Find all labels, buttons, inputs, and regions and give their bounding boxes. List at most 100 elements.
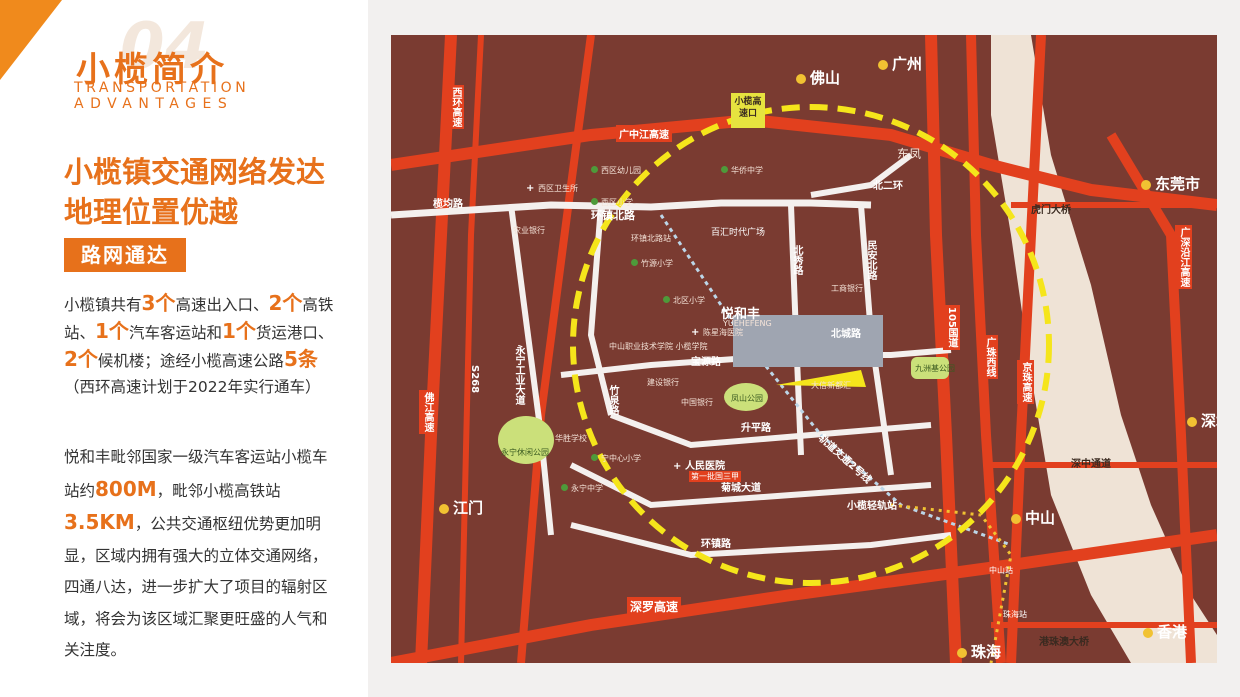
jingzhu-expressway bbox=[1006, 35, 1046, 663]
city-dot-icon bbox=[957, 648, 967, 658]
label-zhuquan: 竹泉路 bbox=[607, 385, 618, 415]
poi-longshan-hospital: +陈星海医院 bbox=[691, 327, 743, 338]
section-number: 04 bbox=[120, 10, 210, 84]
project-arrow bbox=[776, 370, 866, 387]
poi-renmin-hospital: +人民医院 bbox=[673, 461, 725, 472]
guangzhongjiang-expressway bbox=[391, 113, 1217, 211]
city-dot-icon bbox=[1143, 628, 1153, 638]
school-icon bbox=[591, 454, 598, 461]
poi-xiqu-primary: 西区小学 bbox=[591, 197, 633, 208]
label-humen-bridge: 虎门大桥 bbox=[1031, 205, 1071, 216]
p1-text: （西环高速计划于2022年实行通车） bbox=[64, 378, 321, 396]
poi-jianshe-bank: 建设银行 bbox=[647, 378, 679, 387]
city-foshan: 佛山 bbox=[796, 67, 840, 88]
p2-highlight: 800M bbox=[95, 476, 157, 501]
poi-zhuhai-station: 珠海站 bbox=[1003, 610, 1027, 619]
detail-paragraph: 悦和丰毗邻国家一级汽车客运站小榄车站约800M，毗邻小榄高铁站 3.5KM，公共交… bbox=[64, 442, 334, 667]
label-beier-huan: 北二环 bbox=[873, 181, 903, 192]
p1-text: 小榄镇共有 bbox=[64, 296, 142, 314]
poi-park-jiuzhou: 九洲基公园 bbox=[915, 364, 955, 373]
poi-vocational: 中山职业技术学院 小榄学院 bbox=[609, 342, 708, 351]
label-guangzhongjiang: 广中江高速 bbox=[616, 125, 672, 142]
city-dot-icon bbox=[878, 60, 888, 70]
p1-highlight: 2个 bbox=[64, 347, 98, 371]
city-hongkong: 香港 bbox=[1143, 621, 1187, 642]
p2-highlight: 3.5KM bbox=[64, 510, 135, 534]
label-juchengdadao: 菊城大道 bbox=[721, 483, 761, 494]
poi-light-rail: 小榄轻轨站 bbox=[847, 501, 897, 512]
p2-text: ，公共交通枢纽优势更加明显，区域内拥有强大的立体交通网络，四通八达，进一步扩大了… bbox=[64, 515, 328, 659]
p1-text: 汽车客运站和 bbox=[128, 324, 222, 342]
label-minan-bei: 民安北路 bbox=[865, 240, 876, 280]
poi-zhongguo-bank: 中国银行 bbox=[681, 398, 713, 407]
poi-daxin: 大信新都汇 bbox=[811, 381, 851, 390]
label-shenluo: 深罗高速 bbox=[627, 597, 682, 616]
poi-park-yongning: 永宁休闲公园 bbox=[501, 448, 549, 457]
poi-park-fengshan: 凤山公园 bbox=[731, 394, 763, 403]
label-jingzhu: 京珠高速 bbox=[1017, 360, 1034, 404]
one-hour-circle bbox=[570, 104, 1052, 586]
subsection-badge: 路网通达 bbox=[64, 238, 186, 272]
corner-decoration bbox=[0, 0, 62, 80]
label-105: 105国道 bbox=[943, 305, 960, 350]
poi-renmin-hospital-sub: 第一批国三甲 bbox=[689, 471, 741, 482]
poi-zhuyuan-primary: 竹源小学 bbox=[631, 258, 673, 269]
juchengdadao bbox=[569, 462, 932, 509]
project-name-en: YUEHEFENG bbox=[723, 319, 772, 328]
project-building bbox=[733, 315, 883, 367]
project-name: 悦和丰 bbox=[721, 307, 761, 322]
info-panel: 04 小榄简介 TRANSPORTATION ADVANTAGES 小榄镇交通网… bbox=[0, 0, 368, 697]
hospital-icon: + bbox=[673, 461, 682, 472]
city-guangzhou: 广州 bbox=[878, 53, 922, 74]
school-icon bbox=[663, 296, 670, 303]
label-foshan-jiang: 佛江高速 bbox=[419, 390, 436, 434]
section-heading: 小榄镇交通网络发达 地理位置优越 bbox=[64, 152, 325, 232]
city-dot-icon bbox=[1141, 180, 1151, 190]
poi-xiqu-kindergarten: 西区幼儿园 bbox=[591, 165, 641, 176]
health-icon: + bbox=[526, 183, 535, 194]
huanzhen-bei-road bbox=[391, 199, 872, 219]
road-105 bbox=[925, 35, 962, 663]
p1-text: 货运港口、 bbox=[255, 324, 334, 342]
transport-map: 佛山 广州 东凤 东莞市 江门 中山 深圳 香港 珠海 广中江高速 西环高速 佛… bbox=[391, 35, 1217, 663]
city-dot-icon bbox=[439, 504, 449, 514]
xihuan-expressway bbox=[458, 35, 484, 663]
heading-line2: 地理位置优越 bbox=[64, 195, 239, 229]
beier-huan bbox=[810, 152, 913, 198]
city-dot-icon bbox=[1011, 514, 1021, 524]
heading-line1: 小榄镇交通网络发达 bbox=[64, 155, 326, 189]
city-zhuhai: 珠海 bbox=[957, 641, 1001, 662]
p2-text: ，毗邻小榄高铁站 bbox=[156, 481, 281, 500]
title-en-line1: TRANSPORTATION bbox=[74, 80, 250, 96]
label-junlu: 榄均路 bbox=[433, 199, 463, 210]
label-shengping: 升平路 bbox=[741, 423, 771, 434]
expressway-exit-marker: 小榄高速口 bbox=[731, 93, 765, 128]
s268-road bbox=[517, 35, 595, 663]
shengping-road bbox=[609, 412, 932, 449]
p1-text: 高铁站、 bbox=[64, 296, 334, 342]
school-icon bbox=[721, 166, 728, 173]
poi-xiqu-health: +西区卫生所 bbox=[526, 183, 578, 194]
page-title: 小榄简介 bbox=[76, 50, 228, 90]
poi-huanzhen-station: 环镇北路站 bbox=[631, 234, 671, 243]
zhuquan-road bbox=[587, 204, 614, 416]
label-shenzhong: 深中通道 bbox=[1071, 459, 1111, 470]
label-baoyuan: 宝源路 bbox=[691, 357, 721, 368]
hospital-icon: + bbox=[691, 327, 700, 338]
school-icon bbox=[631, 259, 638, 266]
label-yongning: 永宁工业大道 bbox=[513, 345, 524, 405]
p2-text: 悦和丰毗邻国家一级汽车客运站小榄车站约 bbox=[64, 448, 328, 500]
poi-zhongshan-station: 中山站 bbox=[989, 566, 1013, 575]
label-xihuan: 西环高速 bbox=[447, 85, 464, 129]
label-guangzhu-west: 广珠西线 bbox=[981, 335, 998, 379]
park-jiuzhou bbox=[911, 357, 949, 379]
poi-beiqu-primary: 北区小学 bbox=[663, 295, 705, 306]
city-dongguan: 东莞市 bbox=[1141, 173, 1200, 194]
pearl-river bbox=[991, 35, 1217, 663]
town-dongfeng: 东凤 bbox=[897, 147, 922, 161]
city-dot-icon bbox=[796, 74, 806, 84]
intro-paragraph: 小榄镇共有3个高速出入口、2个高铁站、1个汽车客运站和1个货运港口、2个候机楼；… bbox=[64, 290, 334, 400]
park-yongning bbox=[498, 416, 554, 464]
p1-highlight: 1个 bbox=[221, 319, 256, 343]
park-fengshan bbox=[724, 383, 768, 411]
